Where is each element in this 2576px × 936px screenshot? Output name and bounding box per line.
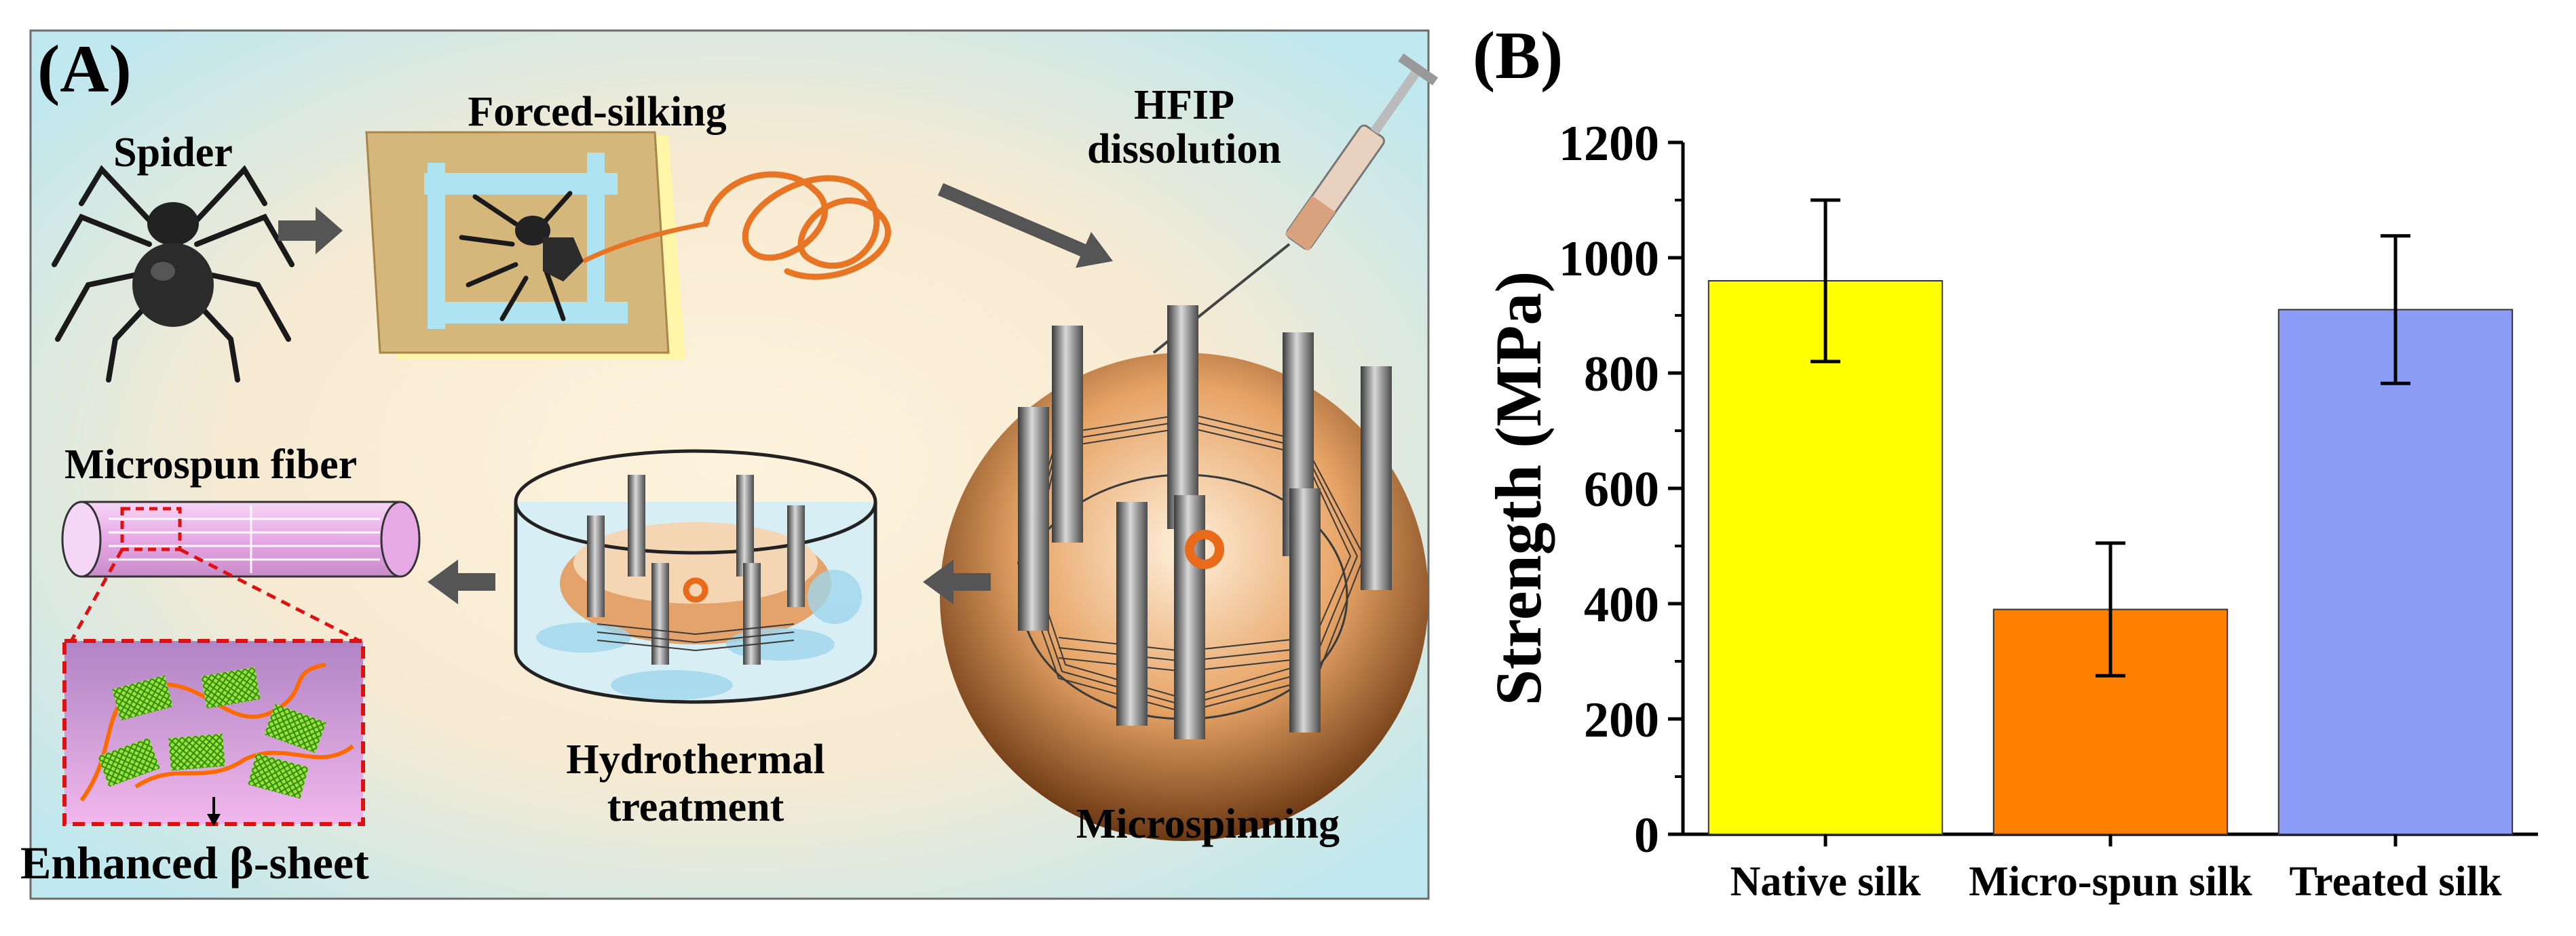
y-tick-label: 400 [1584,577,1659,633]
y-tick-label: 0 [1634,808,1659,863]
syringe-icon [1152,53,1439,354]
step-enhanced-beta-sheet: Enhanced β-sheet [20,837,369,889]
panel-b-label: (B) [1473,18,1563,93]
step-forced-silking: Forced-silking [468,89,726,135]
arrow-down-right-icon [938,183,1113,268]
step-hfip-line2: dissolution [1087,126,1281,172]
x-tick-label: Micro-spun silk [1969,859,2252,905]
arrow-left-icon [428,560,495,604]
y-tick-label: 600 [1584,462,1659,518]
beta-sheet-zoom-icon [62,639,365,826]
microspun-fiber-icon [61,501,421,643]
y-tick-label: 800 [1584,347,1659,402]
bar-3 [2277,309,2514,835]
spider-icon [52,165,295,383]
step-microspinning: Microspinning [1076,801,1340,847]
bar-chart-svg: (B) Strength (MPa) 0 200 400 600 800 1000 1200… [1473,18,2538,905]
y-tick-label: 1200 [1559,116,1659,172]
step-hfip-line1: HFIP [1134,82,1234,128]
bar-1 [1707,280,1944,835]
hydrothermal-bath-icon [514,449,877,704]
step-microspun-fiber: Microspun fiber [64,442,357,488]
x-tick-label: Native silk [1730,859,1921,905]
tangled-silk-icon [702,171,891,280]
bar-chart-panel-b: (B) Strength (MPa) 0 200 400 600 800 1000 1200… [1459,0,2576,933]
schematic-svg: (A) Spider F [20,29,1439,900]
microspinning-dish-icon [940,305,1428,841]
panel-a-label: (A) [37,31,132,106]
y-tick-label: 1000 [1559,231,1659,287]
step-hydrothermal-line2: treatment [607,784,784,830]
y-tick-label: 200 [1584,693,1659,748]
step-hydrothermal-line1: Hydrothermal [566,737,825,783]
step-spider: Spider [113,130,233,176]
arrow-left-icon [923,560,991,604]
silking-board-icon [365,131,706,359]
x-tick-label: Treated silk [2290,859,2502,905]
y-axis-title: Strength (MPa) [1482,271,1555,706]
schematic-panel-a: (A) Spider F [20,29,1439,900]
arrow-right-icon [278,207,343,254]
